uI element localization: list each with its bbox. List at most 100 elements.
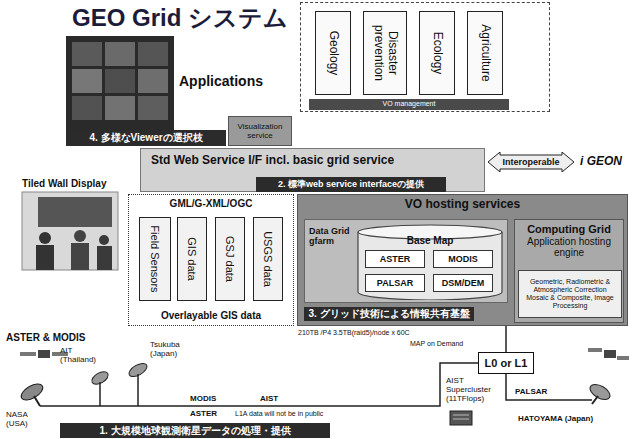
data-grid-panel: Data Grid gfarm Base MapASTER MODIS PALSAR D… <box>304 219 508 303</box>
solar-panel <box>588 348 602 352</box>
dataset-box: DSM/DEM <box>433 274 493 292</box>
screen-tile <box>138 42 168 66</box>
rack-slot <box>453 419 469 420</box>
callout-bar: 1. 大規模地球観測衛星データの処理・提供 <box>60 423 330 438</box>
storage-cylinder: Base MapASTER MODIS PALSAR DSM/DEM <box>357 224 503 300</box>
node-text: GML/G-XML/OGC <box>133 198 289 210</box>
data-box: GIS data <box>177 217 207 301</box>
applications-panel: ApplicationsGeologyDisaster preventionEc… <box>300 2 550 112</box>
label-text: PALSAR <box>515 387 547 396</box>
callout-bar: 2. 標準web service interfaceの提供 <box>256 177 446 192</box>
label-text: ASTER & MODIS <box>6 332 85 344</box>
solar-panel <box>617 356 629 360</box>
dish-stem <box>592 396 598 404</box>
person-body <box>71 243 89 270</box>
connector-line <box>505 326 507 352</box>
application-box: Ecology <box>419 11 455 95</box>
label-text: i GEON <box>580 155 622 169</box>
node-text: 2. 標準web service interfaceの提供 <box>278 179 424 189</box>
node-text: GIS data <box>186 220 199 298</box>
double-arrow-shape <box>488 152 574 172</box>
data-box: Field Sensors <box>139 217 171 301</box>
node-text: Applications <box>179 73 263 89</box>
node-text: Base Map <box>361 235 499 247</box>
node-text: Field Sensors <box>149 220 162 298</box>
node-text: Interoperable <box>502 157 559 167</box>
data-box: GSJ data <box>215 217 245 301</box>
node-text: Disaster prevention <box>371 14 399 92</box>
callout-bar: 4. 多様なViewerの選択枝 <box>66 130 226 146</box>
computing-grid-panel: Computing GridApplication hosting engine… <box>514 219 624 323</box>
person-body <box>36 245 54 270</box>
label-text: AIST Supercluster (11TFlops) <box>446 376 500 404</box>
cylinder-body <box>358 232 502 300</box>
label-text: ASTER <box>190 409 217 418</box>
screen-tile <box>105 96 135 120</box>
label-text: 210TB /P4 3.5TB(raid5)/node x 60C <box>298 329 410 337</box>
callout-bar: 3. グリッド技術による情報共有基盤 <box>304 307 474 321</box>
node-text: Overlayable GIS data <box>129 310 293 322</box>
application-box: Agriculture <box>467 11 503 95</box>
satellite-icon <box>588 348 629 360</box>
vo-management-bar: VO management <box>309 99 509 110</box>
node-text: Data Grid gfarm <box>309 226 353 247</box>
dataset-box: ASTER <box>365 250 425 268</box>
wall-screen <box>38 197 112 227</box>
node-text: L0 or L1 <box>485 357 528 370</box>
label-text: AIT (Thailand) <box>60 346 110 364</box>
label-text: MAP on Demand <box>410 340 463 348</box>
screen-tile <box>105 69 135 93</box>
label-text: Tsukuba (Japan) <box>150 340 196 358</box>
screen-tile <box>138 69 168 93</box>
label-text: NASA (USA) <box>6 410 38 428</box>
node-text: USGS data <box>262 220 275 298</box>
person-head <box>74 230 86 242</box>
node-text: Computing Grid <box>518 223 620 236</box>
level-box: L0 or L1 <box>478 352 534 374</box>
satellite-body <box>38 350 50 358</box>
photo-frame <box>22 192 118 270</box>
screen-tile <box>72 69 102 93</box>
node-text: 1. 大規模地球観測衛星データの処理・提供 <box>99 425 290 437</box>
application-box: Geology <box>315 11 351 95</box>
node-text: MODIS <box>448 254 478 264</box>
tiled-wall-photo <box>22 192 118 270</box>
node-text: Agriculture <box>478 14 492 92</box>
dish-stem <box>34 396 40 406</box>
data-wire <box>40 363 478 406</box>
dish-stem <box>137 374 139 406</box>
dataset-box: PALSAR <box>365 274 425 292</box>
title-text: GEO Grid システム <box>72 2 288 34</box>
node-text: DSM/DEM <box>442 278 485 288</box>
dish-antenna <box>127 361 149 406</box>
node-text: Visualization service <box>232 122 288 140</box>
solar-panel <box>20 352 36 356</box>
satellite-body <box>604 350 616 358</box>
dish-antenna <box>19 381 46 406</box>
service-box: Visualization service <box>228 116 292 146</box>
data-wire <box>506 374 592 400</box>
node-text: 4. 多様なViewerの選択枝 <box>89 132 202 144</box>
node-text: Geology <box>326 14 340 92</box>
server-rack <box>450 411 472 425</box>
processing-box: Geometric, Radiometric & Atmospheric Cor… <box>518 270 622 318</box>
screen-tile <box>72 42 102 66</box>
node-text: GSJ data <box>224 220 237 298</box>
node-text: ASTER <box>380 254 411 264</box>
label-text: AIST <box>260 394 278 403</box>
node-text: Std Web Service I/F incl. basic grid ser… <box>151 154 474 168</box>
person-body <box>97 246 112 270</box>
label-text: Tiled Wall Display <box>22 178 106 190</box>
dish <box>19 381 46 403</box>
node-text: PALSAR <box>377 278 413 288</box>
vo-hosting-panel: VO hosting servicesData Grid gfarmBase M… <box>297 194 628 326</box>
node-text: VO hosting services <box>302 198 623 212</box>
application-box: Disaster prevention <box>363 11 407 95</box>
node-text: VO management <box>383 100 436 108</box>
label-text: HATOYAMA (Japan) <box>518 414 593 423</box>
dish-antenna <box>90 369 111 406</box>
double-arrow: Interoperable <box>488 152 574 172</box>
rack-slot <box>453 415 469 416</box>
node-text: Geometric, Radiometric & Atmospheric Cor… <box>522 278 618 310</box>
screen-tile <box>138 96 168 120</box>
